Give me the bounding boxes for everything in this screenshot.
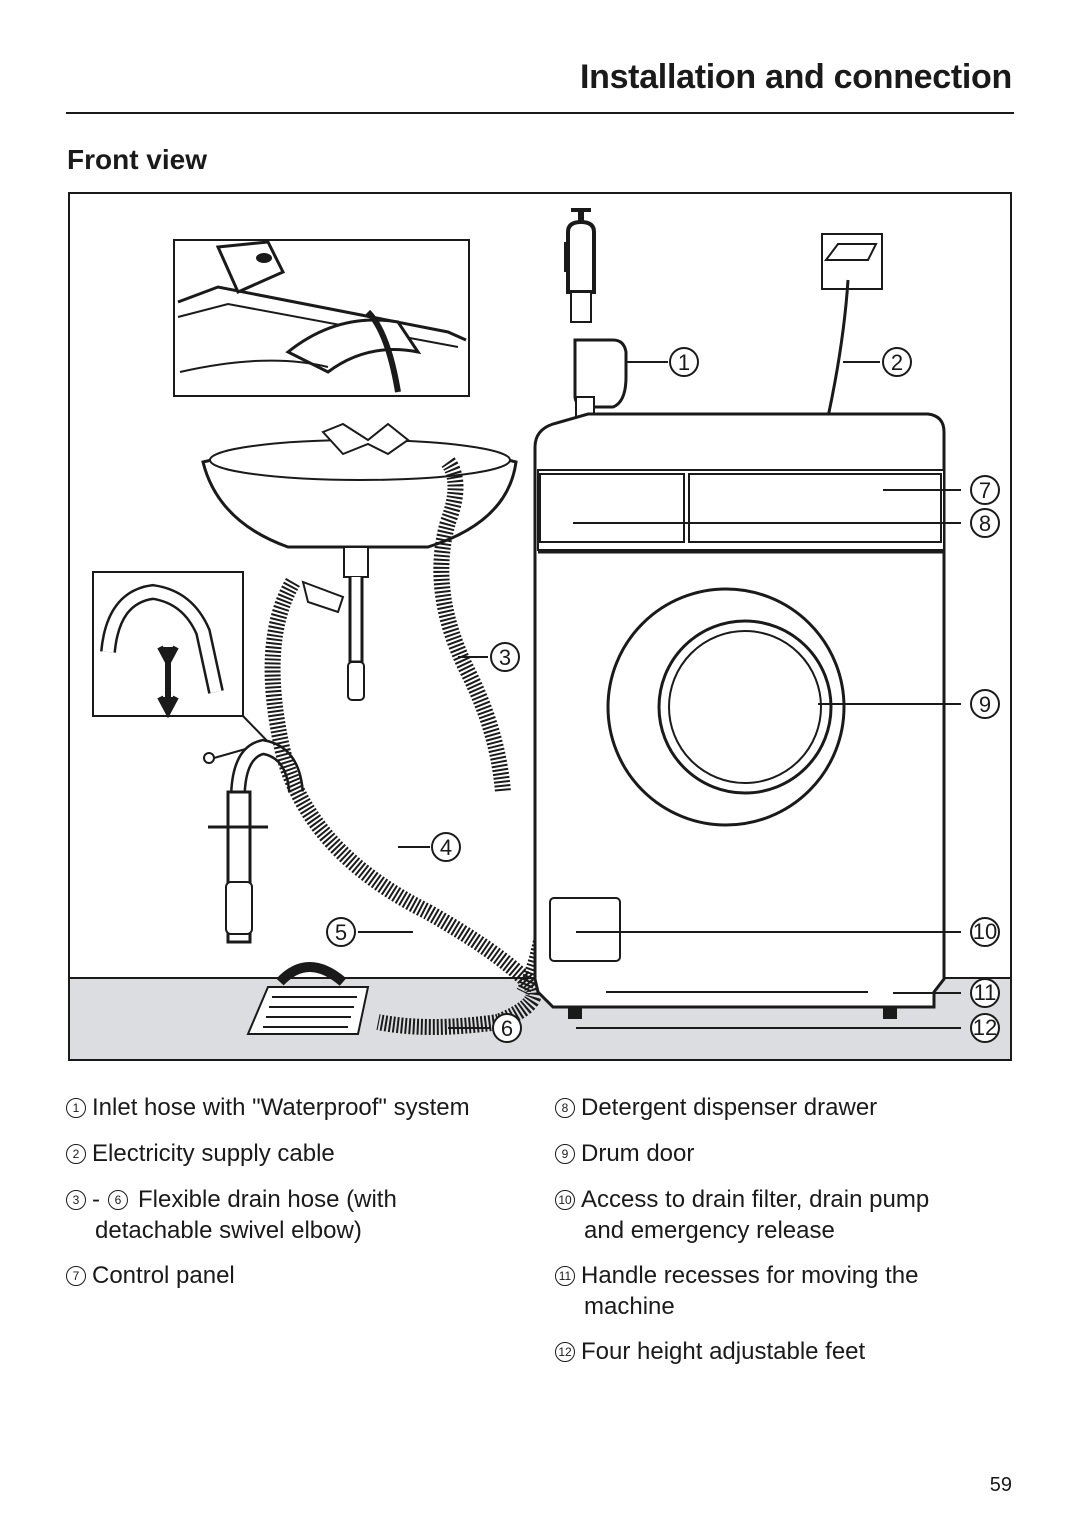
legend-number: 10 bbox=[555, 1190, 575, 1210]
legend-range-separator: - bbox=[92, 1186, 100, 1213]
legend-text: Detergent dispenser drawer bbox=[581, 1094, 878, 1121]
callout-7: 7 bbox=[970, 475, 1000, 505]
legend-number: 3 bbox=[66, 1190, 86, 1210]
legend-text: Four height adjustable feet bbox=[581, 1338, 866, 1365]
front-view-illustration: 1 2 3 4 5 6 7 8 9 10 11 12 bbox=[68, 192, 1012, 1061]
legend-number: 2 bbox=[66, 1144, 86, 1164]
legend-text-continued: detachable swivel elbow) bbox=[95, 1217, 362, 1244]
inset-swivel-elbow bbox=[92, 571, 274, 748]
callout-5: 5 bbox=[326, 917, 356, 947]
svg-text:2: 2 bbox=[891, 350, 903, 375]
svg-text:3: 3 bbox=[499, 645, 511, 670]
svg-text:8: 8 bbox=[979, 511, 991, 536]
legend-item-inlet-hose: 1 Inlet hose with "Waterproof" system bbox=[66, 1092, 470, 1123]
callout-6: 6 bbox=[492, 1013, 522, 1043]
legend-item-drum-door: 9 Drum door bbox=[555, 1138, 694, 1169]
legend-item-drain-hose: 3-6 Flexible drain hose (with detachable … bbox=[66, 1184, 397, 1246]
svg-text:9: 9 bbox=[979, 692, 991, 717]
legend-item-handle-recesses: 11 Handle recesses for moving the machine bbox=[555, 1260, 919, 1322]
svg-text:6: 6 bbox=[501, 1016, 513, 1041]
legend-text-continued: and emergency release bbox=[584, 1217, 835, 1244]
legend-number: 8 bbox=[555, 1098, 575, 1118]
legend-item-adjustable-feet: 12 Four height adjustable feet bbox=[555, 1336, 865, 1367]
legend-text: Inlet hose with "Waterproof" system bbox=[92, 1094, 470, 1121]
legend-text-continued: machine bbox=[584, 1293, 675, 1320]
legend-number: 1 bbox=[66, 1098, 86, 1118]
wash-basin bbox=[201, 422, 518, 701]
svg-text:10: 10 bbox=[973, 919, 997, 944]
legend-item-control-panel: 7 Control panel bbox=[66, 1260, 235, 1291]
callout-leaders bbox=[358, 361, 961, 1029]
legend-text: Flexible drain hose (with bbox=[138, 1186, 397, 1213]
callout-1: 1 bbox=[669, 347, 699, 377]
power-socket bbox=[821, 233, 883, 418]
legend-item-drain-filter-access: 10 Access to drain filter, drain pump and… bbox=[555, 1184, 929, 1246]
svg-text:12: 12 bbox=[973, 1015, 997, 1040]
callout-10: 10 bbox=[970, 917, 1000, 947]
legend-number: 9 bbox=[555, 1144, 575, 1164]
svg-text:11: 11 bbox=[974, 980, 997, 1005]
legend-number: 12 bbox=[555, 1342, 575, 1362]
legend-text: Electricity supply cable bbox=[92, 1140, 335, 1167]
callout-3: 3 bbox=[490, 642, 520, 672]
washing-machine bbox=[533, 412, 946, 1019]
svg-text:4: 4 bbox=[440, 835, 452, 860]
svg-text:7: 7 bbox=[979, 478, 991, 503]
callout-9: 9 bbox=[970, 689, 1000, 719]
svg-text:1: 1 bbox=[678, 350, 690, 375]
legend-text: Drum door bbox=[581, 1140, 695, 1167]
callout-2: 2 bbox=[882, 347, 912, 377]
water-tap bbox=[564, 208, 628, 420]
header-rule bbox=[66, 112, 1014, 114]
callout-12: 12 bbox=[970, 1013, 1000, 1043]
inset-drain-detail bbox=[173, 239, 470, 397]
floor-drain bbox=[246, 962, 370, 1035]
callout-8: 8 bbox=[970, 508, 1000, 538]
page-header-title: Installation and connection bbox=[579, 58, 1012, 96]
front-view-figure: 1 2 3 4 5 6 7 8 9 10 11 12 bbox=[68, 192, 1012, 1061]
legend-item-supply-cable: 2 Electricity supply cable bbox=[66, 1138, 335, 1169]
legend-number: 11 bbox=[555, 1266, 575, 1286]
legend-number: 6 bbox=[108, 1190, 128, 1210]
legend-text: Control panel bbox=[92, 1262, 235, 1289]
callout-11: 11 bbox=[970, 978, 1000, 1008]
legend-text: Handle recesses for moving the bbox=[581, 1262, 919, 1289]
section-title: Front view bbox=[67, 144, 208, 175]
callout-labels: 1 2 3 4 5 6 7 8 9 10 11 12 bbox=[326, 347, 1000, 1043]
page-number: 59 bbox=[989, 1474, 1012, 1496]
callout-4: 4 bbox=[431, 832, 461, 862]
legend-text: Access to drain filter, drain pump bbox=[581, 1186, 930, 1213]
legend-number: 7 bbox=[66, 1266, 86, 1286]
drain-hose bbox=[264, 457, 550, 1035]
legend-item-dispenser-drawer: 8 Detergent dispenser drawer bbox=[555, 1092, 877, 1123]
svg-text:5: 5 bbox=[335, 920, 347, 945]
